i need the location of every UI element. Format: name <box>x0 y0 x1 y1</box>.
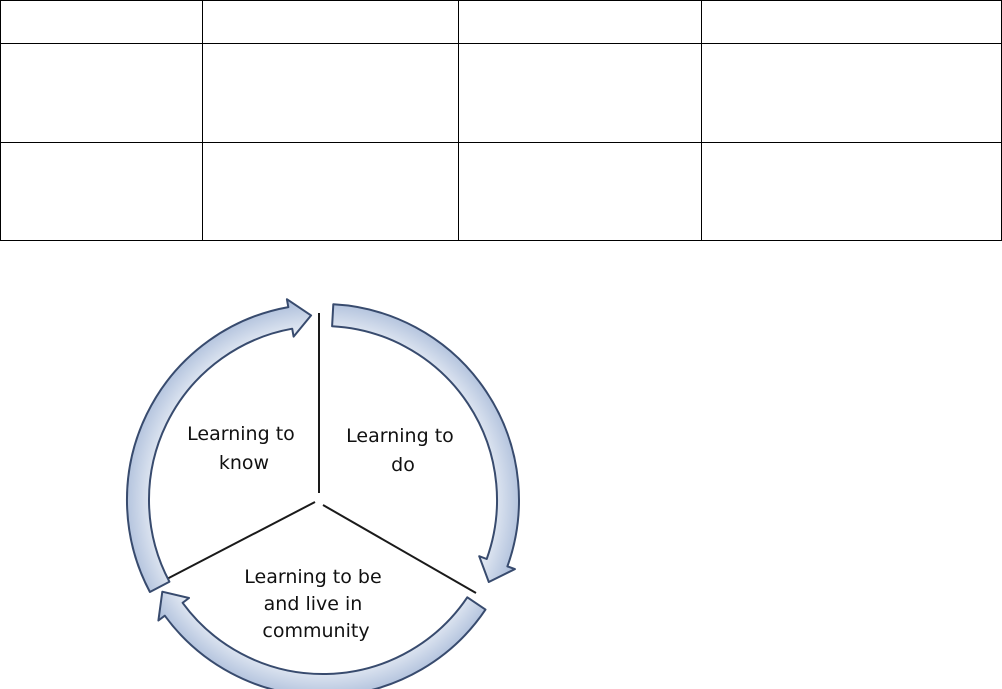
table-row <box>0 43 1002 143</box>
table-cell <box>202 43 459 143</box>
cycle-arrows <box>126 298 520 689</box>
table-cell <box>701 142 1002 241</box>
arrow-know-segment-icon <box>126 298 313 593</box>
label-learning-to-be: Learning to be and live in community <box>244 566 387 642</box>
table-cell <box>0 43 203 143</box>
label-learning-to-know: Learning to know <box>187 423 301 474</box>
divider-line-lower-left <box>162 501 316 582</box>
arrow-do-segment-icon <box>331 303 520 583</box>
table-cell <box>0 142 203 241</box>
arrow-be-segment-icon <box>157 590 487 689</box>
table-cell <box>202 142 459 241</box>
table-cell <box>458 0 702 44</box>
table-cell <box>458 142 702 241</box>
empty-grid-table <box>0 0 1002 241</box>
cycle-dividers <box>162 313 477 594</box>
table-row <box>0 142 1002 241</box>
table-cell <box>701 43 1002 143</box>
label-learning-to-do: Learning to do <box>346 425 460 476</box>
divider-line-lower-right <box>322 504 477 594</box>
table-cell <box>458 43 702 143</box>
